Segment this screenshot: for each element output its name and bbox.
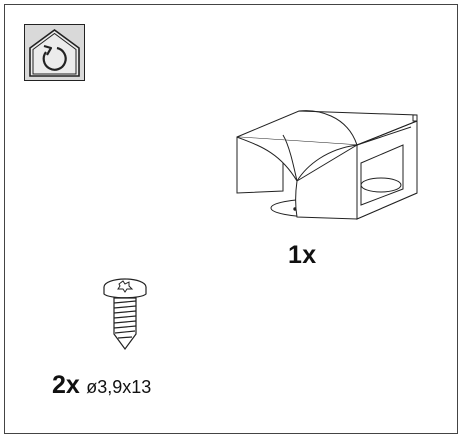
recirculation-house-icon xyxy=(24,24,85,81)
screw-quantity: 2x xyxy=(52,371,80,399)
screw-quantity-line: 2x ø3,9x13 xyxy=(52,371,151,400)
duct-connector-quantity: 1x xyxy=(288,241,317,269)
parts-panel: 1x 2x ø3,9x13 xyxy=(4,4,458,434)
duct-connector-illustration xyxy=(236,110,418,220)
screw-illustration xyxy=(103,278,147,351)
screw-size: ø3,9x13 xyxy=(86,377,152,397)
